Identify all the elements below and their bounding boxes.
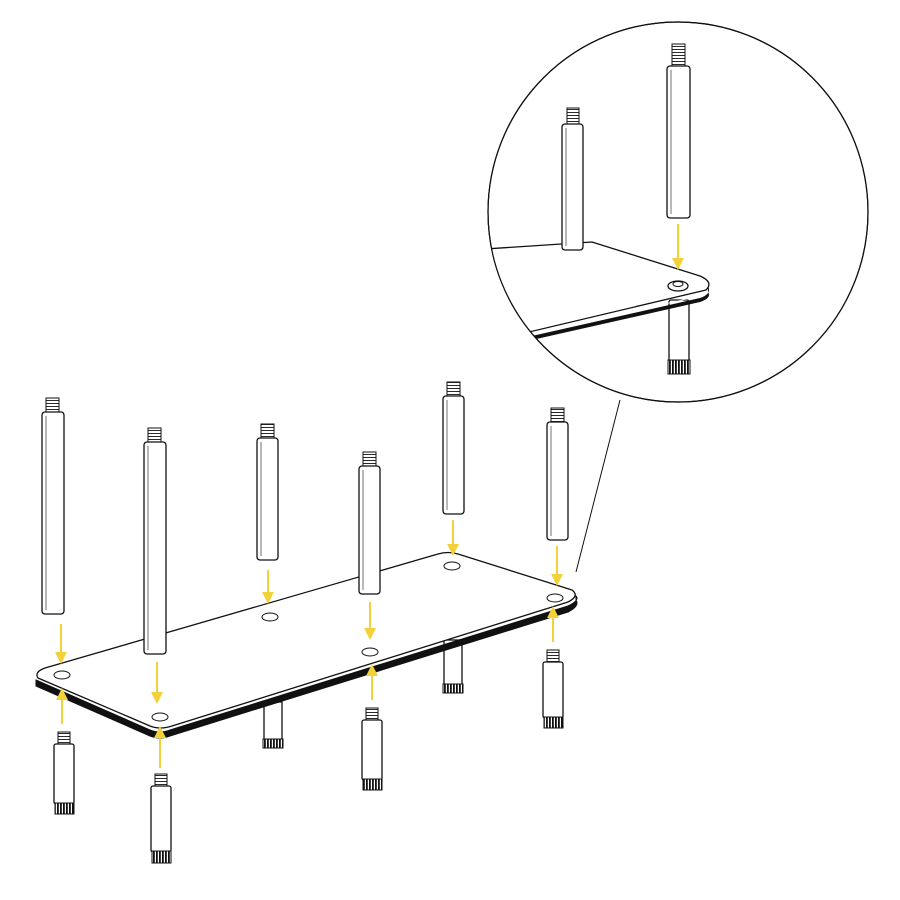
hole-5: [443, 561, 461, 571]
foot-back-right: [442, 639, 464, 694]
arrow-up-2: [154, 726, 166, 768]
hole-2: [151, 712, 169, 722]
hole-1: [53, 670, 71, 680]
arrow-down-1: [55, 624, 67, 664]
arrow-down-2: [151, 662, 163, 704]
arrow-up-1: [56, 688, 68, 724]
foot-1: [53, 731, 75, 815]
threaded-post-5: [442, 381, 465, 515]
hole-3: [261, 612, 279, 622]
threaded-post-3: [256, 423, 279, 561]
threaded-post-4: [358, 451, 381, 595]
arrow-up-4: [366, 664, 378, 700]
arrow-down-5: [447, 520, 459, 556]
arrow-down-3: [262, 570, 274, 604]
hole-4: [361, 647, 379, 657]
foot-2: [150, 773, 172, 864]
threaded-post-6: [546, 407, 569, 541]
threaded-post-1: [41, 397, 65, 615]
assembly-arrows: [55, 520, 563, 768]
foot-4: [361, 707, 383, 791]
base-plate: [35, 551, 578, 739]
arrow-down-4: [364, 602, 376, 640]
arrow-up-6: [547, 606, 559, 642]
threaded-post-2: [143, 427, 167, 655]
arrow-down-6: [551, 546, 563, 586]
hole-6: [546, 593, 564, 603]
foot-back-center: [262, 701, 284, 749]
foot-6: [542, 649, 564, 729]
magnifier-callout-icon: [487, 21, 869, 573]
